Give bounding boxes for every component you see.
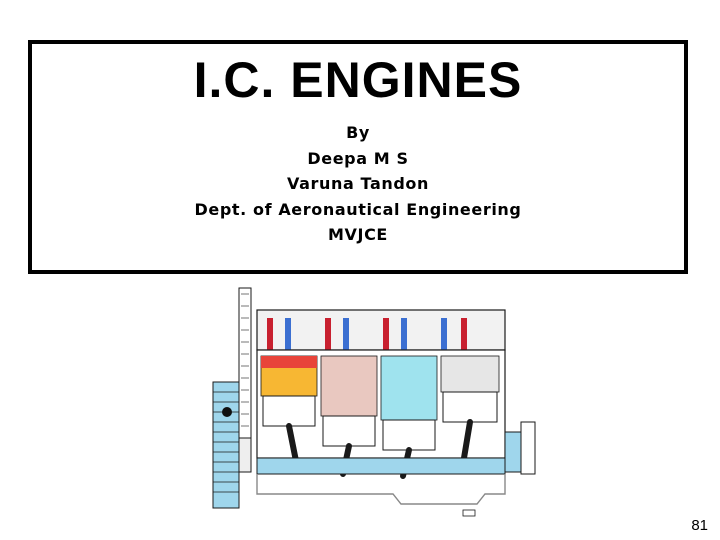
department: Dept. of Aeronautical Engineering <box>194 199 522 219</box>
author-name: Varuna Tandon <box>286 174 430 193</box>
flywheel <box>212 381 252 509</box>
cylinder-head <box>256 309 506 351</box>
crankshaft <box>256 421 536 475</box>
timing-belt <box>238 287 252 439</box>
byline: By <box>346 123 370 142</box>
slide-title: I.C. ENGINES <box>193 52 523 108</box>
pistons <box>262 391 498 451</box>
cylinders <box>260 355 500 421</box>
drain-plug <box>462 509 476 517</box>
title-box: I.C. ENGINES By Deepa M S Varuna Tandon … <box>28 40 688 274</box>
engine-illustration <box>212 287 536 517</box>
valves <box>267 318 467 356</box>
page-number: 81 <box>691 517 708 534</box>
institution: MVJCE <box>328 225 388 244</box>
author-block: By Deepa M S Varuna Tandon Dept. of Aero… <box>32 120 684 248</box>
author-name: Deepa M S <box>307 148 409 168</box>
oil-pan <box>256 474 506 505</box>
